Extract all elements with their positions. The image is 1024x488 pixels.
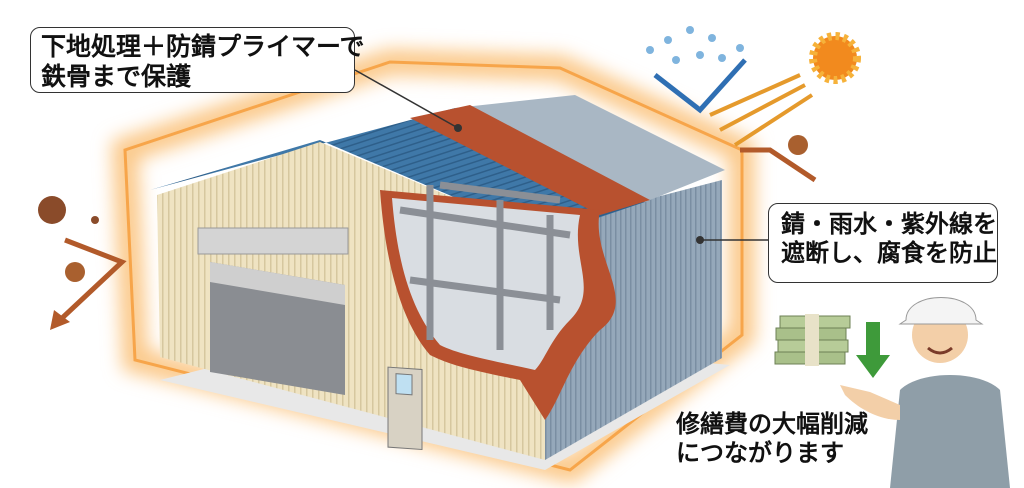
leader-primer	[354, 69, 459, 129]
sun-icon	[809, 32, 861, 84]
worker-icon	[840, 297, 1010, 488]
uv-arrows	[709, 73, 814, 147]
shutter	[210, 262, 345, 305]
leader-dot	[454, 124, 462, 132]
rain-icon	[646, 26, 744, 64]
protection-callout-line1: 錆・雨水・紫外線を	[781, 210, 997, 238]
rust-germ-icon	[788, 135, 808, 155]
leader-dot	[696, 236, 704, 244]
arrow-head	[50, 310, 70, 330]
primer-callout-line1: 下地処理＋防錆プライマーで	[41, 32, 365, 61]
protection-callout-line2: 遮断し、腐食を防止	[781, 238, 997, 267]
money-stack-icon	[774, 314, 851, 366]
roof-far	[455, 95, 725, 202]
savings-caption-line2: につながります	[676, 439, 844, 468]
primer-callout-line2: 鉄骨まで保護	[41, 62, 192, 91]
door-window	[395, 373, 413, 396]
roof-primer	[410, 105, 650, 215]
deflected-arrow-right	[740, 147, 817, 183]
savings-caption-line1: 修繕費の大幅削減	[676, 410, 868, 438]
protection-callout: 錆・雨水・紫外線を 遮断し、腐食を防止	[768, 203, 998, 283]
down-arrow-icon	[856, 322, 890, 378]
shutter-box	[197, 227, 349, 255]
deflected-arrow-left	[58, 237, 127, 322]
deflected-arrow-rain	[653, 58, 747, 114]
rust-germ-icon	[38, 196, 99, 282]
wall-cutaway-interior	[392, 198, 584, 370]
primer-callout: 下地処理＋防錆プライマーで 鉄骨まで保護	[30, 27, 365, 93]
steel-frame	[399, 181, 571, 350]
savings-caption: 修繕費の大幅削減 につながります	[676, 410, 868, 469]
